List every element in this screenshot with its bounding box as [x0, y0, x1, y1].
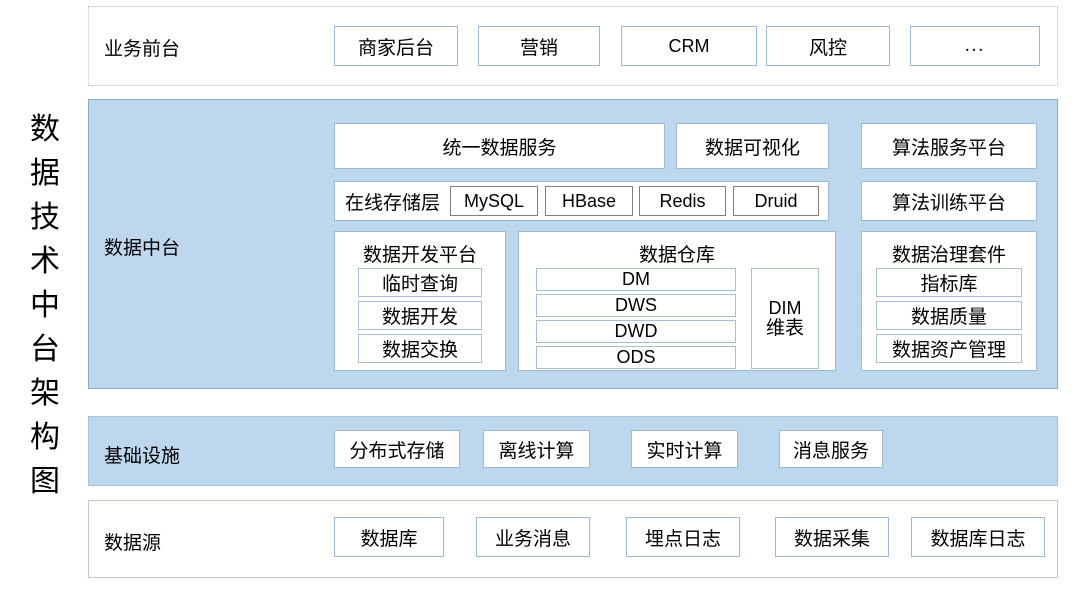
card-tracking-log[interactable]: 埋点日志: [626, 517, 740, 557]
card-ad-hoc-query[interactable]: 临时查询: [358, 268, 482, 297]
layer-data-source: [88, 500, 1058, 578]
card-message-service[interactable]: 消息服务: [779, 430, 883, 468]
layer-infrastructure: [88, 416, 1058, 486]
card-warehouse-dwd[interactable]: DWD: [536, 320, 736, 343]
card-data-development[interactable]: 数据开发: [358, 301, 482, 330]
card-store-druid[interactable]: Druid: [733, 186, 819, 216]
card-store-mysql[interactable]: MySQL: [450, 186, 538, 216]
group-title-data-governance-suite: 数据治理套件: [891, 245, 1006, 266]
card-data-asset-management[interactable]: 数据资产管理: [876, 334, 1022, 363]
card-algorithm-service-platform[interactable]: 算法服务平台: [861, 123, 1037, 169]
card-merchant-backend[interactable]: 商家后台: [334, 26, 458, 66]
card-warehouse-dws[interactable]: DWS: [536, 294, 736, 317]
card-database[interactable]: 数据库: [334, 517, 444, 557]
card-crm[interactable]: CRM: [621, 26, 757, 66]
group-title-data-warehouse: 数据仓库: [638, 245, 715, 266]
card-warehouse-ods[interactable]: ODS: [536, 346, 736, 369]
card-data-visualization[interactable]: 数据可视化: [676, 123, 829, 169]
card-risk-control[interactable]: 风控: [766, 26, 890, 66]
title-char-3: 术: [30, 245, 60, 278]
card-warehouse-dm[interactable]: DM: [536, 268, 736, 291]
title-char-7: 构: [30, 421, 60, 454]
card-store-hbase[interactable]: HBase: [545, 186, 633, 216]
card-more-ellipsis[interactable]: ...: [910, 26, 1040, 66]
card-business-message[interactable]: 业务消息: [476, 517, 590, 557]
card-store-redis[interactable]: Redis: [639, 186, 726, 216]
title-char-4: 中: [30, 289, 60, 322]
title-char-0: 数: [30, 113, 60, 146]
card-data-quality[interactable]: 数据质量: [876, 301, 1022, 330]
title-char-1: 据: [30, 157, 60, 190]
card-distributed-storage[interactable]: 分布式存储: [334, 430, 460, 468]
title-char-2: 技: [30, 201, 60, 234]
card-unified-data-service[interactable]: 统一数据服务: [334, 123, 665, 169]
layer-label-infrastructure: 基础设施: [104, 446, 181, 467]
card-warehouse-dim[interactable]: DIM 维表: [751, 268, 819, 369]
card-marketing[interactable]: 营销: [478, 26, 600, 66]
card-offline-computing[interactable]: 离线计算: [483, 430, 590, 468]
group-title-data-dev-platform: 数据开发平台: [362, 245, 477, 266]
title-char-6: 架: [30, 377, 60, 410]
card-realtime-computing[interactable]: 实时计算: [631, 430, 738, 468]
card-database-log[interactable]: 数据库日志: [911, 517, 1045, 557]
dim-line-2: 维表: [765, 317, 804, 339]
card-data-exchange[interactable]: 数据交换: [358, 334, 482, 363]
title-char-8: 图: [30, 465, 60, 498]
layer-label-data-middle-platform: 数据中台: [104, 238, 181, 259]
card-algorithm-training-platform[interactable]: 算法训练平台: [861, 181, 1037, 221]
card-metric-library[interactable]: 指标库: [876, 268, 1022, 297]
layer-label-data-source: 数据源: [104, 533, 162, 554]
title-char-5: 台: [30, 333, 60, 366]
dim-line-1: DIM: [768, 297, 802, 318]
layer-label-business-front: 业务前台: [104, 39, 181, 60]
online-storage-layer-label: 在线存储层: [345, 192, 441, 214]
card-data-collection[interactable]: 数据采集: [775, 517, 889, 557]
diagram-vertical-title: 数 据 技 术 中 台 架 构 图: [18, 108, 72, 508]
